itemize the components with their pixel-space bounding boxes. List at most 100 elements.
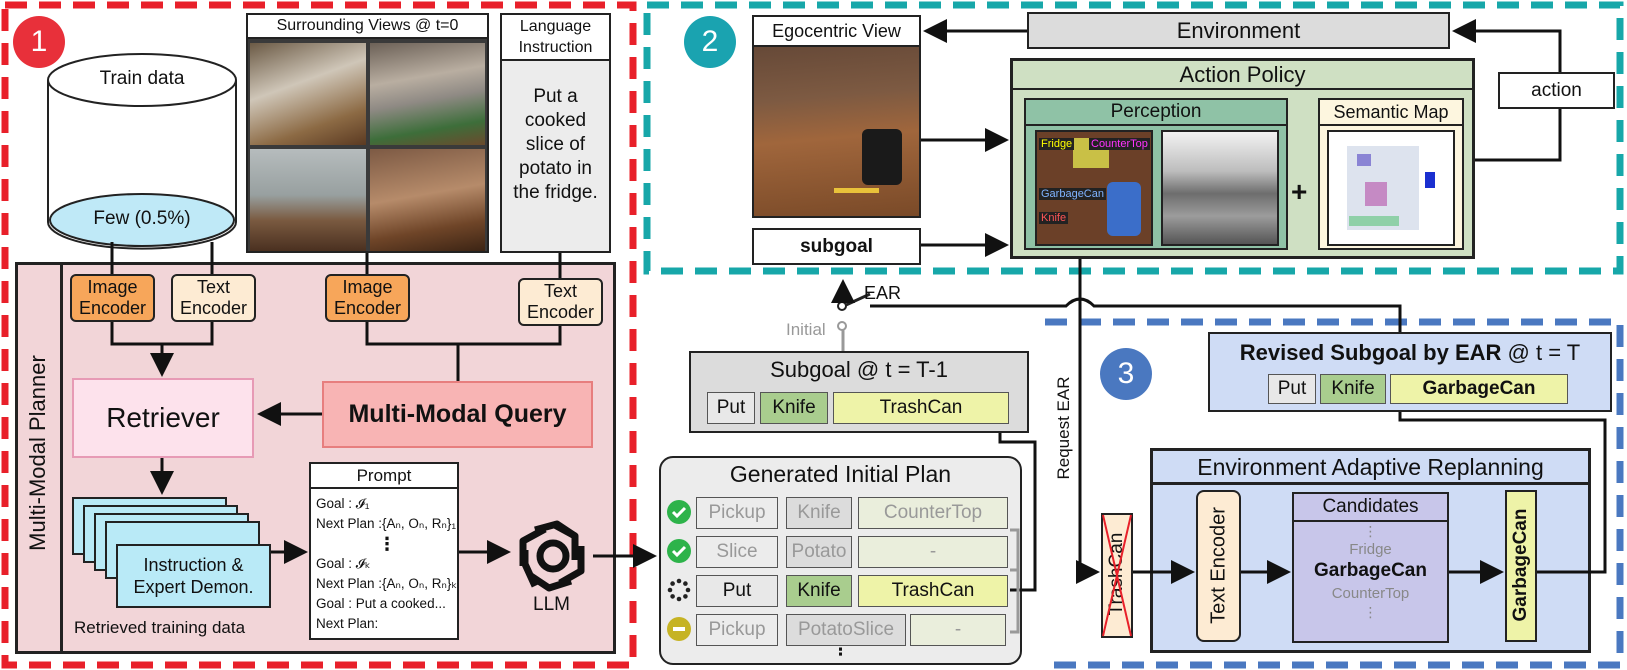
prompt-line: Goal : 𝓘₁	[316, 496, 370, 511]
revised-title: Revised Subgoal by EAR	[1239, 340, 1502, 365]
prompt-title: Prompt	[311, 464, 457, 489]
garbage-can-object	[862, 129, 902, 185]
revised-title-row: Revised Subgoal by EAR @ t = T	[1210, 340, 1610, 366]
revised-cell-receptacle: GarbageCan	[1390, 374, 1568, 404]
section-badge-1: 1	[13, 16, 65, 68]
plan-cell: Knife	[786, 575, 852, 607]
knife-object	[834, 188, 879, 193]
plan-cell: Pickup	[696, 497, 778, 529]
language-instruction-panel: Language Instruction Put a cooked slice …	[500, 13, 611, 253]
surrounding-views-panel: Surrounding Views @ t=0	[246, 13, 489, 253]
subgoal-cell-object: Knife	[760, 392, 828, 424]
language-text: Put a cooked slice of potato in the frid…	[513, 86, 598, 203]
revised-cell-action: Put	[1268, 374, 1316, 404]
plan-cell: Put	[696, 575, 778, 607]
prompt-box: Prompt Goal : 𝓘₁ Next Plan :{Aₙ, Oₙ, Rₙ}₁…	[309, 462, 459, 640]
seg-label-garbagecan: GarbageCan	[1039, 188, 1106, 200]
semantic-map-image	[1327, 130, 1455, 246]
view-image-3	[250, 149, 366, 251]
semantic-map-panel: Semantic Map	[1318, 98, 1464, 250]
demo-card-front: Instruction & Expert Demon.	[116, 544, 271, 608]
prompt-line: ⋮	[378, 534, 396, 554]
view-image-1	[250, 43, 366, 145]
candidate-garbagecan: GarbageCan	[1314, 560, 1427, 581]
depth-image	[1161, 130, 1279, 246]
seg-garbagecan-region	[1107, 182, 1141, 236]
surrounding-views-title: Surrounding Views @ t=0	[248, 15, 487, 39]
plan-title: Generated Initial Plan	[729, 461, 952, 487]
revised-cell-object: Knife	[1320, 374, 1386, 404]
subgoal-cell-action: Put	[707, 392, 755, 424]
candidates-dots-top: ⋮	[1363, 523, 1378, 539]
output-word-box	[1505, 490, 1537, 642]
image-encoder-1: Image Encoder	[70, 274, 155, 322]
database-title: Train data	[99, 68, 185, 89]
perception-panel: Perception Fridge CounterTop GarbageCan …	[1024, 98, 1288, 250]
action-policy-title: Action Policy	[1013, 61, 1472, 90]
database-icon	[47, 53, 237, 250]
perception-title: Perception	[1026, 100, 1286, 126]
plan-cell: Pickup	[696, 614, 778, 646]
view-image-4	[370, 149, 485, 251]
check-icon	[666, 538, 692, 564]
segmentation-image: Fridge CounterTop GarbageCan Knife	[1035, 130, 1153, 246]
action-box: action	[1498, 72, 1615, 109]
prompt-line: Next Plan :{Aₙ, Oₙ, Rₙ}₁	[316, 516, 456, 531]
text-encoder-2: Text Encoder	[518, 278, 603, 326]
ear-text-encoder	[1196, 490, 1241, 642]
section-badge-2: 2	[684, 16, 736, 68]
openai-llm-icon	[519, 520, 585, 592]
check-icon	[666, 499, 692, 525]
section-3-border	[1045, 318, 1624, 669]
plan-cell: Knife	[786, 497, 852, 529]
subgoal-cell-receptacle: TrashCan	[833, 392, 1009, 424]
candidate-countertop: CounterTop	[1331, 585, 1410, 602]
prompt-line: Goal : 𝓘ₖ	[316, 556, 371, 571]
seg-label-countertop: CounterTop	[1089, 138, 1150, 150]
plan-cell: -	[858, 536, 1008, 568]
seg-label-knife: Knife	[1039, 212, 1069, 224]
section-1-border	[1, 1, 637, 669]
database-subset: Few (0.5%)	[93, 208, 191, 229]
initial-switch-label: Initial	[786, 320, 826, 339]
prompt-line: Goal : Put a cooked...	[316, 596, 446, 611]
view-image-2	[370, 43, 485, 145]
plan-cell: PotatoSlice	[786, 614, 906, 646]
subgoal-title: Subgoal @ t = T-1	[770, 357, 948, 382]
candidate-fridge: Fridge	[1349, 541, 1392, 558]
text-encoder-1: Text Encoder	[171, 274, 256, 322]
candidates-box: Candidates ⋮ Fridge GarbageCan CounterTo…	[1292, 492, 1449, 643]
image-encoder-2: Image Encoder	[325, 274, 410, 322]
strike-icon	[1102, 514, 1132, 637]
prompt-line: Next Plan :{Aₙ, Oₙ, Rₙ}ₖ	[316, 576, 458, 591]
loading-icon	[666, 577, 692, 603]
plan-cell: CounterTop	[858, 497, 1008, 529]
prompt-lines: Goal : 𝓘₁ Next Plan :{Aₙ, Oₙ, Rₙ}₁ ⋮ Goal :…	[316, 494, 458, 634]
seg-label-fridge: Fridge	[1039, 138, 1075, 150]
ear-switch-label: EAR	[864, 283, 902, 303]
llm-label: LLM	[533, 594, 570, 615]
plan-cell: -	[910, 614, 1006, 646]
revised-time: @ t = T	[1507, 340, 1581, 365]
plan-cell: Potato	[786, 536, 852, 568]
candidates-dots-bottom: ⋮	[1363, 604, 1378, 620]
candidates-title: Candidates	[1294, 494, 1447, 522]
prompt-line: Next Plan:	[316, 616, 379, 631]
planner-label-strip	[15, 262, 63, 654]
section-2-border	[643, 1, 1624, 275]
section-badge-3: 3	[1100, 348, 1152, 400]
ear-title: Environment Adaptive Replanning	[1153, 451, 1588, 485]
egocentric-title: Egocentric View	[754, 17, 919, 47]
plus-icon: +	[1291, 176, 1308, 207]
semantic-map-title: Semantic Map	[1320, 100, 1462, 126]
language-title: Language Instruction	[502, 15, 609, 61]
retriever: Retriever	[72, 378, 254, 458]
environment-box: Environment	[1027, 12, 1450, 49]
minus-icon	[666, 616, 692, 642]
plan-cell: TrashCan	[858, 575, 1008, 607]
multimodal-query: Multi-Modal Query	[322, 381, 593, 448]
egocentric-view: Egocentric View	[752, 15, 921, 218]
subgoal-box: subgoal	[752, 228, 921, 265]
